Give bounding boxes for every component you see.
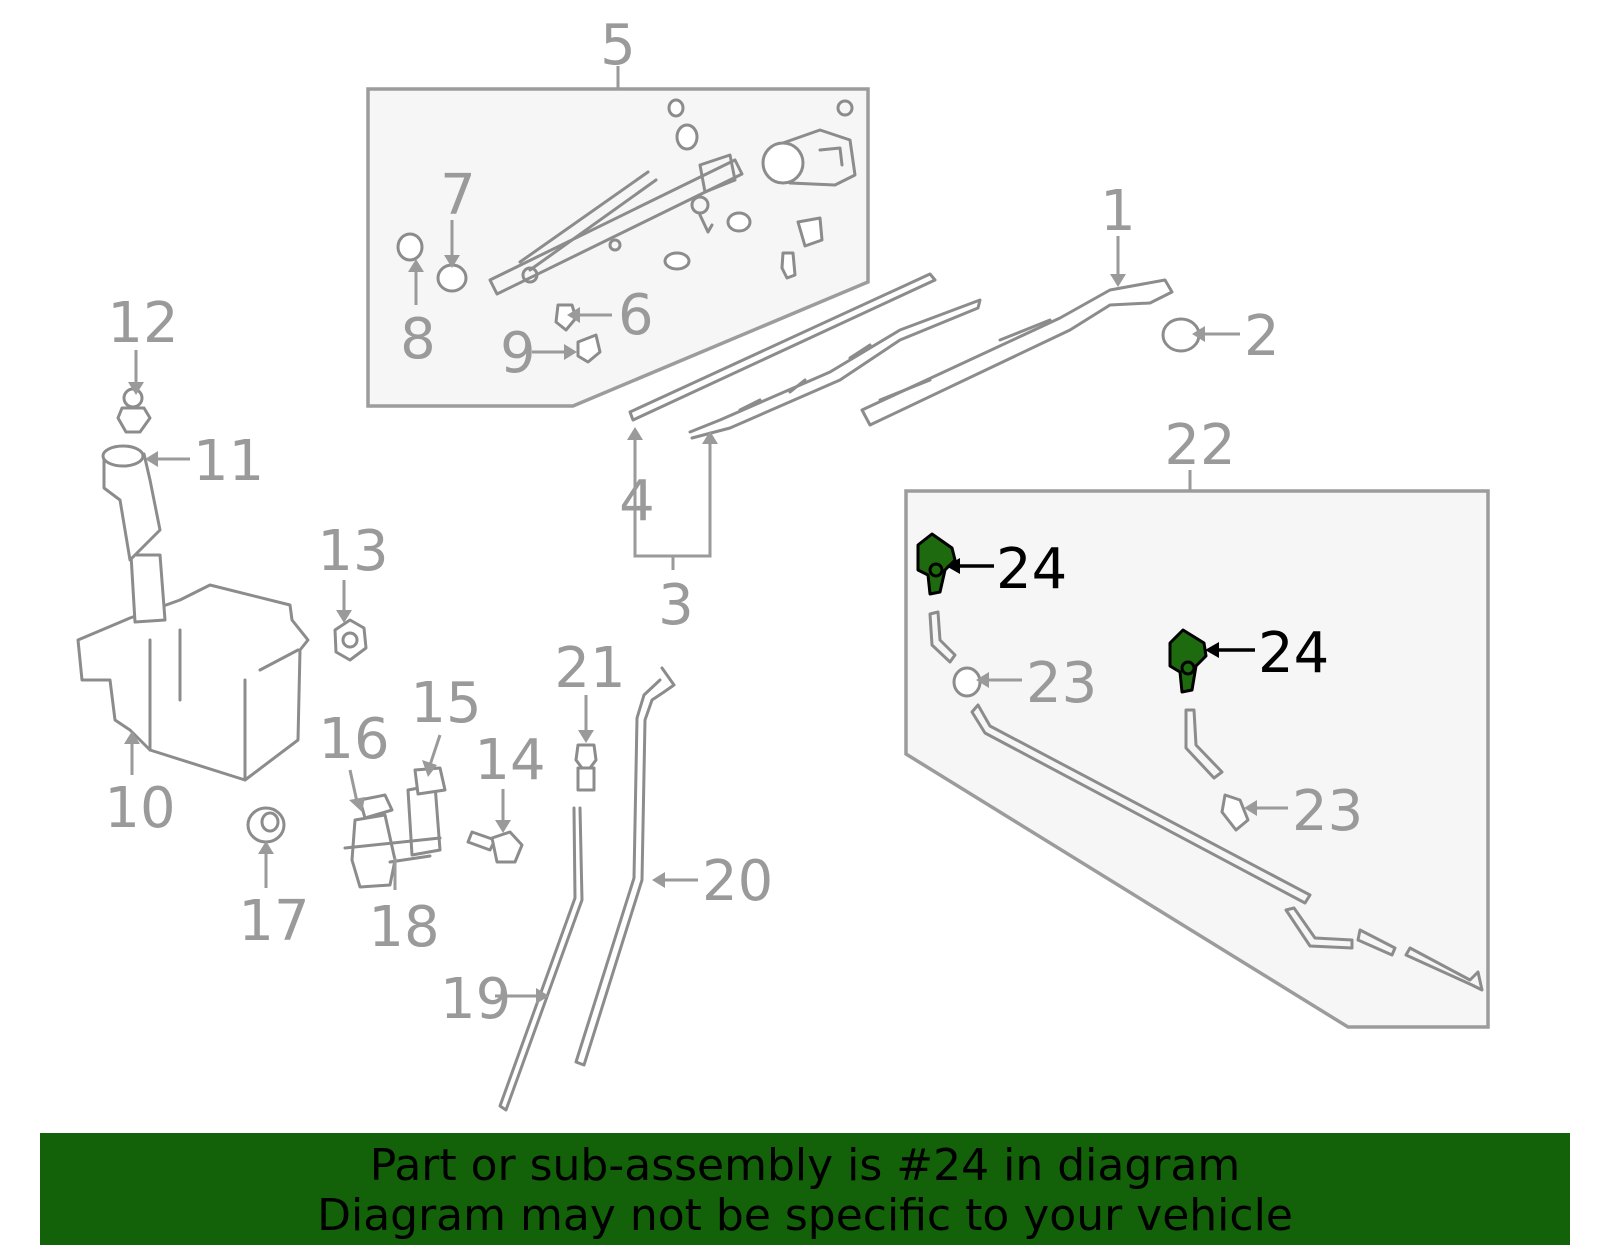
washer-nozzle-left[interactable] <box>916 532 957 596</box>
callout-23-lower[interactable]: 23 <box>1292 779 1363 844</box>
callout-12[interactable]: 12 <box>107 291 178 356</box>
footer-line-2: Diagram may not be specific to your vehi… <box>317 1190 1293 1241</box>
footer-banner: Part or sub-assembly is #24 in diagram D… <box>40 1133 1570 1245</box>
washer-reservoir <box>76 444 310 782</box>
callout-11[interactable]: 11 <box>193 429 264 494</box>
footer-line-1: Part or sub-assembly is #24 in diagram <box>369 1140 1241 1191</box>
callout-8[interactable]: 8 <box>400 307 436 372</box>
wiper-linkage <box>488 153 744 296</box>
washer-hose-20 <box>574 666 676 1067</box>
nozzle-hoses <box>928 610 1484 992</box>
hose-connector <box>574 743 598 792</box>
callout-13[interactable]: 13 <box>317 519 388 584</box>
washer-hose-19 <box>498 806 584 1112</box>
callout-4[interactable]: 4 <box>619 469 655 534</box>
callout-23-upper[interactable]: 23 <box>1026 651 1097 716</box>
wiper-arm <box>860 278 1174 427</box>
callout-24-left[interactable]: 24 <box>996 537 1067 602</box>
callout-17[interactable]: 17 <box>238 889 309 954</box>
callout-18[interactable]: 18 <box>368 895 439 960</box>
callout-14[interactable]: 14 <box>474 728 545 793</box>
callout-3[interactable]: 3 <box>658 573 694 638</box>
pump-bolt <box>466 830 524 864</box>
arm-cap <box>1161 317 1201 353</box>
wiper-motor <box>761 99 857 187</box>
callout-16[interactable]: 16 <box>318 707 389 772</box>
callout-1[interactable]: 1 <box>1100 179 1136 244</box>
callout-19[interactable]: 19 <box>440 967 511 1032</box>
callout-2[interactable]: 2 <box>1244 304 1280 369</box>
wiper-blade <box>628 272 982 440</box>
callout-21[interactable]: 21 <box>554 636 625 701</box>
callout-6[interactable]: 6 <box>618 283 654 348</box>
callout-5[interactable]: 5 <box>600 13 636 78</box>
pump-grommet <box>246 806 286 844</box>
reservoir-clip <box>116 387 152 434</box>
washer-pumps <box>343 766 447 889</box>
callout-20[interactable]: 20 <box>702 849 773 914</box>
washer-nozzle-right[interactable] <box>1168 628 1208 694</box>
callout-24-right[interactable]: 24 <box>1258 621 1329 686</box>
callout-22[interactable]: 22 <box>1164 413 1235 478</box>
callout-10[interactable]: 10 <box>104 776 175 841</box>
callout-9[interactable]: 9 <box>500 321 536 386</box>
callout-15[interactable]: 15 <box>410 671 481 736</box>
callout-7[interactable]: 7 <box>440 163 476 228</box>
reservoir-nut <box>333 618 368 662</box>
